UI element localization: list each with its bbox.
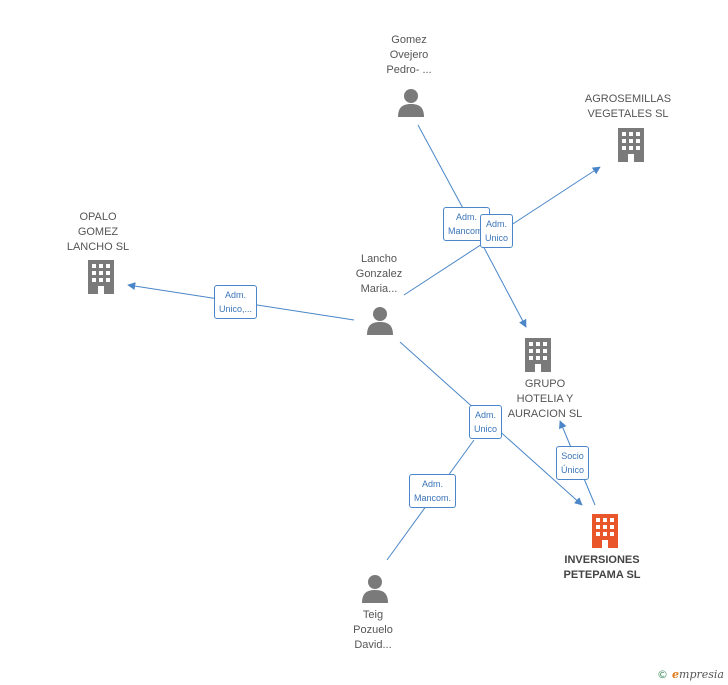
node-label-inversiones[interactable]: INVERSIONES PETEPAMA SL xyxy=(563,554,641,581)
building-icon-highlighted[interactable] xyxy=(589,514,621,548)
person-icon[interactable] xyxy=(366,306,394,336)
node-label-lancho[interactable]: Lancho Gonzalez Maria... xyxy=(355,253,403,295)
brand-name-first: e xyxy=(672,668,680,681)
node-label-gomez-ovejero[interactable]: Gomez Ovejero Pedro- ... xyxy=(386,34,432,76)
person-icon[interactable] xyxy=(361,574,389,604)
copyright-icon: © xyxy=(657,668,669,681)
building-icon[interactable] xyxy=(85,260,117,294)
brand-watermark: ©empresia xyxy=(657,668,724,681)
node-label-agrosemillas[interactable]: AGROSEMILLAS VEGETALES SL xyxy=(584,93,672,120)
node-label-opalo[interactable]: OPALO GOMEZ LANCHO SL xyxy=(66,211,130,253)
edge-label-adm-unico-inversiones[interactable]: Adm. Unico xyxy=(469,405,503,439)
person-icon[interactable] xyxy=(397,88,425,118)
edge-label-adm-unico-agrosemillas[interactable]: Adm. Unico xyxy=(480,214,514,248)
edge-label-socio-unico[interactable]: Socio Único xyxy=(556,446,590,480)
node-label-grupo-hotelia[interactable]: GRUPO HOTELIA Y AURACION SL xyxy=(507,378,583,420)
edge-label-adm-mancom-teig[interactable]: Adm. Mancom. xyxy=(409,474,457,508)
building-icon[interactable] xyxy=(615,128,647,162)
edge-label-adm-unico-opalo[interactable]: Adm. Unico,... xyxy=(214,285,258,319)
node-label-teig[interactable]: Teig Pozuelo David... xyxy=(353,609,393,651)
brand-name-rest: mpresia xyxy=(679,668,724,681)
building-icon[interactable] xyxy=(522,338,554,372)
